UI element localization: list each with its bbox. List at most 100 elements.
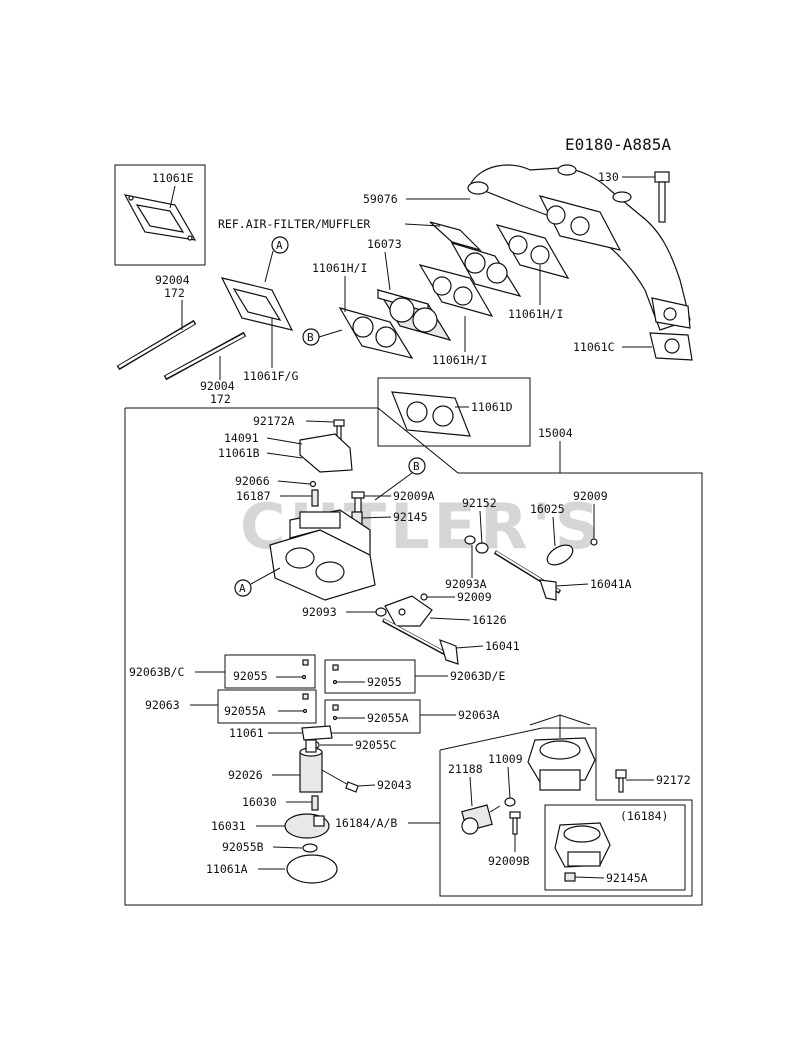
label-11061fg: 11061F/G — [243, 369, 298, 383]
oring-92066 — [309, 480, 317, 488]
gasket-11061 — [301, 725, 333, 741]
callout-a-top — [271, 236, 289, 254]
callout-a-mid — [234, 579, 252, 597]
gasket-11061c — [649, 332, 693, 361]
gasket-11061hi-upper — [495, 224, 570, 279]
label-11061: 11061 — [229, 726, 264, 740]
stud-92004-a — [116, 319, 197, 371]
label-16187: 16187 — [236, 489, 271, 503]
choke-plate-16025 — [546, 544, 574, 566]
label-16025: 16025 — [530, 502, 565, 516]
label-92063de: 92063D/E — [450, 669, 505, 683]
gasket-11061fg — [220, 277, 294, 331]
label-11061d: 11061D — [471, 400, 513, 414]
box-16184 — [544, 804, 686, 891]
label-59076: 59076 — [363, 192, 398, 206]
label-14091: 14091 — [224, 431, 259, 445]
label-15004: 15004 — [538, 426, 573, 440]
label-11061hi-a: 11061H/I — [312, 261, 367, 275]
label-92009b: 92009B — [488, 854, 530, 868]
label-11061a: 11061A — [206, 862, 248, 876]
label-92145a: 92145A — [606, 871, 648, 885]
label-172-a: 172 — [164, 286, 185, 300]
label-11061e: 11061E — [152, 171, 194, 185]
screw-92009b — [509, 811, 521, 835]
callout-b-top-text: B — [307, 331, 314, 344]
float-bowl-16184-alt — [554, 822, 611, 868]
label-11061c: 11061C — [573, 340, 615, 354]
callout-b-mid-text: B — [413, 460, 420, 473]
float-16031 — [284, 813, 330, 839]
callout-a-top-text: A — [276, 239, 283, 252]
label-92055-a: 92055 — [233, 669, 268, 683]
seal-92152 — [464, 535, 476, 545]
label-16184: (16184) — [620, 809, 668, 823]
spring-92145a — [564, 872, 576, 882]
label-16073: 16073 — [367, 237, 402, 251]
gasket-11061hi-b — [418, 264, 494, 317]
label-11061hi-b: 11061H/I — [508, 307, 563, 321]
label-92063a: 92063A — [458, 708, 500, 722]
label-172-b: 172 — [210, 392, 231, 406]
jet-16030 — [311, 795, 319, 811]
label-92063: 92063 — [145, 698, 180, 712]
box-92063a — [324, 699, 421, 734]
wire-92043 — [321, 769, 359, 793]
gasket-11061hi-a — [338, 307, 414, 359]
label-16041: 16041 — [485, 639, 520, 653]
solenoid-92026 — [299, 739, 323, 793]
label-92063bc: 92063B/C — [129, 665, 184, 679]
gasket-11061d — [391, 391, 471, 437]
jet-92055-a-top — [302, 659, 309, 666]
jet-92055a-a-top — [302, 693, 309, 700]
washer-92093a — [475, 542, 489, 554]
label-130: 130 — [598, 170, 619, 184]
choke-shaft-16041a — [493, 550, 562, 601]
label-11009: 11009 — [488, 752, 523, 766]
screw-92009-b — [420, 593, 428, 601]
label-92172a: 92172A — [253, 414, 295, 428]
callout-b-mid — [408, 457, 426, 475]
box-16184ab — [439, 727, 693, 897]
washer-11009 — [504, 797, 516, 807]
label-11061b: 11061B — [218, 446, 260, 460]
screw-92009-a — [590, 538, 598, 546]
label-92055a-b: 92055A — [367, 711, 409, 725]
label-92055-b: 92055 — [367, 675, 402, 689]
label-92172: 92172 — [656, 773, 691, 787]
label-92145: 92145 — [393, 510, 428, 524]
label-92152: 92152 — [462, 496, 497, 510]
label-92004-a: 92004 — [155, 273, 190, 287]
label-ref-air-filter-muffler: REF.AIR-FILTER/MUFFLER — [218, 217, 370, 231]
plate-14091 — [299, 433, 353, 473]
plate-ref-air-filter — [429, 221, 522, 297]
box-92063 — [217, 689, 317, 724]
label-21188: 21188 — [448, 762, 483, 776]
label-16041a: 16041A — [590, 577, 632, 591]
throttle-shaft-16041 — [382, 618, 459, 665]
label-92043: 92043 — [377, 778, 412, 792]
label-92009-a: 92009 — [573, 489, 608, 503]
float-bowl-16184 — [527, 737, 596, 791]
jet-92055a-b-top — [332, 704, 339, 711]
screw-92172 — [615, 769, 627, 793]
label-16031: 16031 — [211, 819, 246, 833]
spacer-16073 — [376, 289, 452, 341]
oring-92055b — [302, 843, 318, 853]
label-92093: 92093 — [302, 605, 337, 619]
jet-92055-b-top — [332, 664, 339, 671]
label-92004-b: 92004 — [200, 379, 235, 393]
inset-box-11061d — [377, 377, 531, 447]
label-16126: 16126 — [472, 613, 507, 627]
label-92009a: 92009A — [393, 489, 435, 503]
inset-box-11061e — [114, 164, 206, 266]
label-11061hi-c: 11061H/I — [432, 353, 487, 367]
gasket-11061a — [286, 854, 338, 884]
label-92066: 92066 — [235, 474, 270, 488]
stud-92004-b — [163, 331, 247, 381]
label-92026: 92026 — [228, 768, 263, 782]
label-16030: 16030 — [242, 795, 277, 809]
diagram-code: E0180-A885A — [565, 135, 671, 154]
label-92055b: 92055B — [222, 840, 264, 854]
